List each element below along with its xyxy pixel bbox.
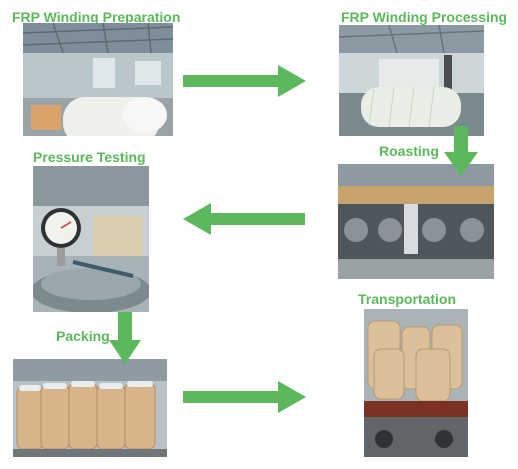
step-label-winding-preparation: FRP Winding Preparation — [12, 9, 181, 25]
packing-photo — [13, 359, 167, 457]
step-label-packing: Packing — [56, 328, 110, 344]
winding-processing-photo — [339, 25, 484, 136]
arrow-down-to-roasting — [444, 126, 478, 176]
step-label-transportation: Transportation — [358, 291, 457, 307]
arrow-down-to-packing — [109, 312, 141, 364]
arrow-right-bottom — [183, 381, 306, 413]
winding-preparation-photo — [23, 23, 173, 136]
step-label-roasting: Roasting — [379, 143, 439, 159]
arrow-right-top — [183, 65, 306, 97]
step-label-winding-processing: FRP Winding Processing — [341, 9, 508, 25]
roasting-photo — [338, 164, 494, 279]
pressure-testing-photo — [33, 166, 149, 312]
arrow-left-middle — [183, 203, 305, 235]
step-label-pressure-testing: Pressure Testing — [33, 149, 146, 165]
transportation-photo — [364, 309, 468, 457]
